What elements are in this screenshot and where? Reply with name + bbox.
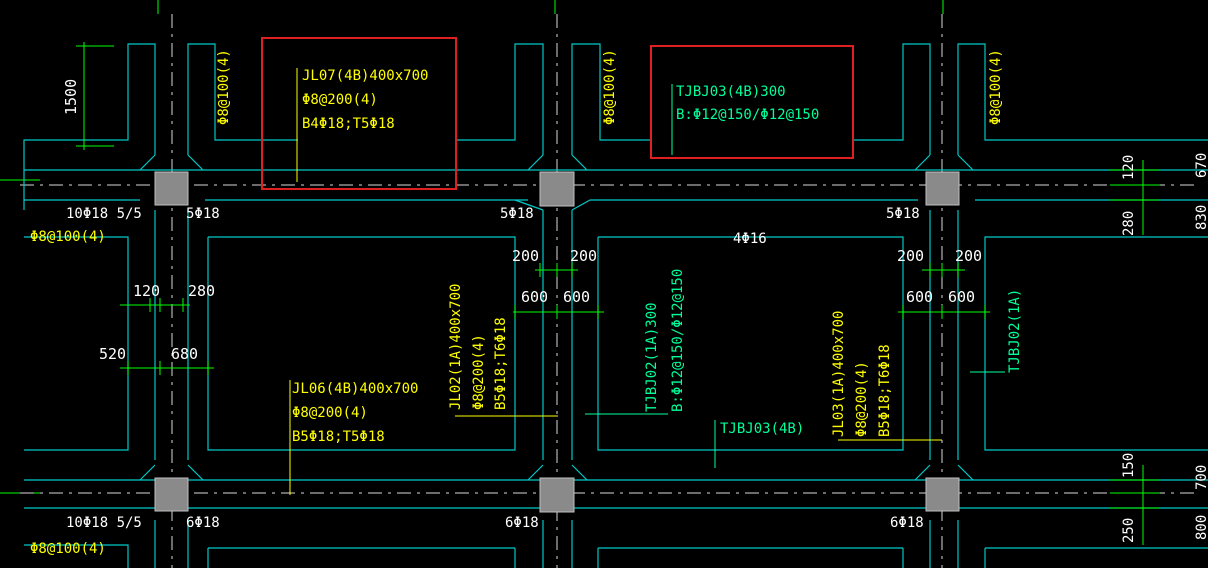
- slab-tjbj02-right: TJBJ02(1A): [1007, 289, 1023, 373]
- slab-tjbj03-rebar: B:Φ12@150/Φ12@150: [676, 107, 819, 123]
- slab-tjbj03-label: TJBJ03(4B)300: [676, 84, 786, 100]
- beam-jl07-label: JL07(4B)400x700: [302, 68, 428, 84]
- dim-r800: 800: [1194, 515, 1208, 540]
- rebar-c1-bot: 6Φ18: [186, 515, 220, 531]
- beam-jl02-label: JL02(1A)400x700: [448, 284, 464, 410]
- slab-tjbj03-mid: TJBJ03(4B): [720, 421, 804, 437]
- slab-tjbj02-label: TJBJ02(1A)300: [644, 302, 660, 412]
- stub-stirrup-2: Φ8@100(4): [602, 49, 618, 125]
- highlight-box-jl07: [261, 37, 457, 190]
- beam-jl03-label: JL03(1A)400x700: [831, 311, 847, 437]
- dim-120-left: 120: [133, 282, 160, 300]
- dim-r700: 700: [1194, 465, 1208, 490]
- stub-stirrup-1: Φ8@100(4): [216, 49, 232, 125]
- axis-lines: [0, 0, 944, 494]
- highlight-box-tjbj03: [650, 45, 854, 159]
- center-lines: [20, 14, 1200, 568]
- dim-200-c: 200: [897, 247, 924, 265]
- rebar-left-top: 10Φ18 5/5: [66, 206, 142, 222]
- column-b2: [539, 477, 575, 513]
- dim-680: 680: [171, 345, 198, 363]
- dim-200-b: 200: [570, 247, 597, 265]
- column-c1: [925, 171, 960, 206]
- rebar-c2-top: 5Φ18: [500, 206, 534, 222]
- columns: [154, 171, 960, 513]
- dim-200-a: 200: [512, 247, 539, 265]
- beam-jl03-stirrup: Φ8@200(4): [854, 361, 870, 437]
- dim-r280: 280: [1121, 211, 1137, 236]
- beam-jl06-rebar: B5Φ18;T5Φ18: [292, 429, 385, 445]
- dim-r150: 150: [1121, 453, 1137, 478]
- dim-600-c: 600: [906, 288, 933, 306]
- stub-stirrup-3: Φ8@100(4): [988, 49, 1004, 125]
- stirrup-left-top: Φ8@100(4): [30, 229, 106, 245]
- rebar-c2-bot: 6Φ18: [505, 515, 539, 531]
- column-c2: [925, 477, 960, 512]
- beam-jl06-label: JL06(4B)400x700: [292, 381, 418, 397]
- rebar-c1-top: 5Φ18: [186, 206, 220, 222]
- beam-jl02-rebar: B5Φ18;T6Φ18: [493, 317, 509, 410]
- dim-520: 520: [99, 345, 126, 363]
- beam-jl02-stirrup: Φ8@200(4): [471, 334, 487, 410]
- dim-600-a: 600: [521, 288, 548, 306]
- leader-lines: [289, 68, 1005, 495]
- dim-200-d: 200: [955, 247, 982, 265]
- rebar-c3-bot: 6Φ18: [890, 515, 924, 531]
- dim-r120: 120: [1121, 155, 1137, 180]
- dim-r830: 830: [1194, 205, 1208, 230]
- dim-1500: 1500: [62, 79, 80, 115]
- dim-r250: 250: [1121, 518, 1137, 543]
- column-b1: [539, 171, 575, 207]
- foundation-outlines: [23, 43, 1208, 568]
- dim-600-b: 600: [563, 288, 590, 306]
- beam-jl06-stirrup: Φ8@200(4): [292, 405, 368, 421]
- rebar-left-bottom: 10Φ18 5/5: [66, 515, 142, 531]
- beam-jl07-stirrup: Φ8@200(4): [302, 92, 378, 108]
- rebar-mid: 4Φ16: [733, 231, 767, 247]
- dim-280-left: 280: [188, 282, 215, 300]
- column-a1: [154, 171, 189, 206]
- slab-tjbj02-rebar: B:Φ12@150/Φ12@150: [670, 269, 686, 412]
- dim-600-d: 600: [948, 288, 975, 306]
- beam-jl07-rebar: B4Φ18;T5Φ18: [302, 116, 395, 132]
- column-a2: [154, 477, 189, 512]
- beam-jl03-rebar: B5Φ18;T6Φ18: [877, 344, 893, 437]
- dimension-lines: [76, 42, 1160, 545]
- stirrup-left-bottom: Φ8@100(4): [30, 541, 106, 557]
- dim-r670: 670: [1194, 153, 1208, 178]
- rebar-c3-top: 5Φ18: [886, 206, 920, 222]
